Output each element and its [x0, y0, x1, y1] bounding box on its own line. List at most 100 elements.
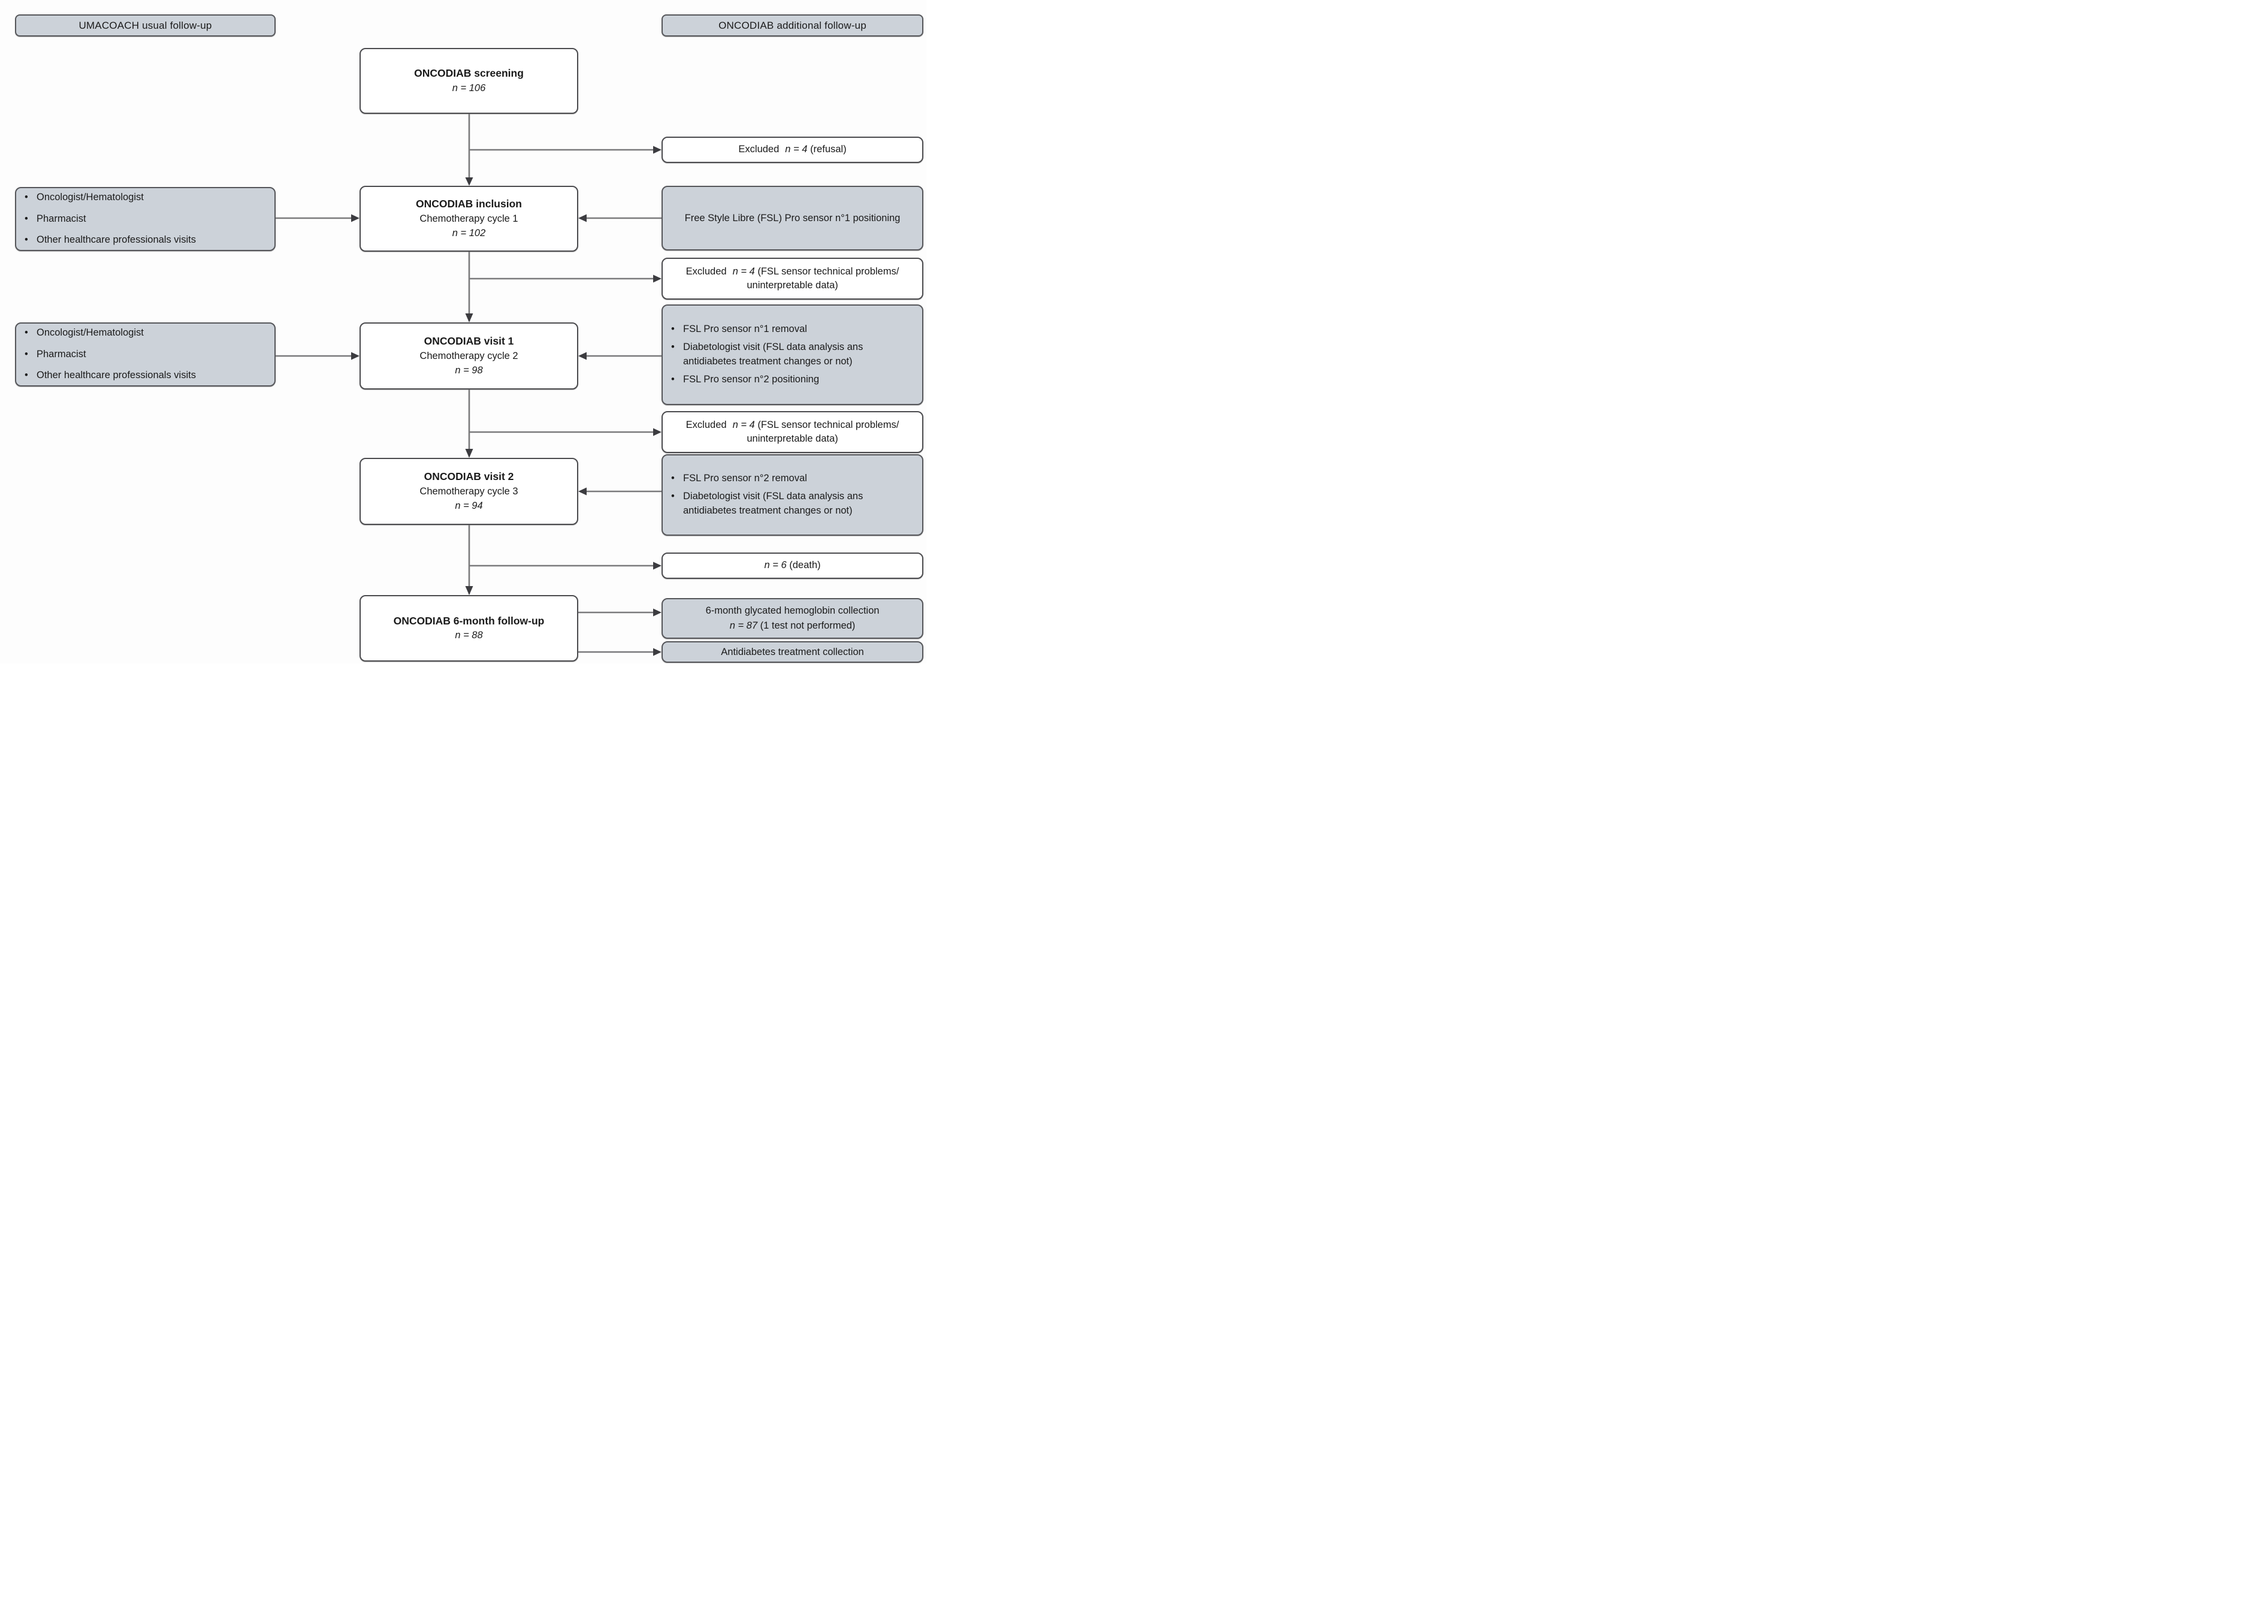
- oncodiab-flow-diagram: UMACOACH usual follow-up ONCODIAB additi…: [0, 0, 926, 663]
- arrowhead-down-icon: [465, 313, 473, 322]
- list-item: • Oncologist/Hematologist: [25, 191, 144, 205]
- list-item-label: FSL Pro sensor n°2 removal: [683, 473, 807, 484]
- node-title: ONCODIAB screening: [414, 67, 524, 80]
- excluded-suffix: (FSL sensor technical problems/ uninterp…: [747, 419, 899, 444]
- arrowhead-left-icon: [578, 214, 587, 222]
- excluded-suffix: (death): [789, 560, 821, 571]
- arrowhead-right-icon: [653, 146, 662, 154]
- bullet-icon: •: [671, 491, 675, 502]
- arrowhead-right-icon: [653, 608, 662, 617]
- list-item-label: Diabetologist visit (FSL data analysis a…: [683, 342, 863, 367]
- node-oncodiab-6month-followup: ONCODIAB 6-month follow-up n = 88: [360, 595, 578, 662]
- bullet-icon: •: [25, 213, 28, 224]
- node-n: n = 98: [455, 364, 483, 376]
- node-title: ONCODIAB 6-month follow-up: [393, 614, 545, 627]
- list-item-label: Other healthcare professionals visits: [37, 370, 196, 381]
- bullet-icon: •: [25, 327, 28, 338]
- usual-followup-visits-1: • Oncologist/Hematologist •Pharmacist • Ot…: [15, 187, 276, 251]
- arrowhead-right-icon: [653, 428, 662, 436]
- excluded-n: n = 4: [732, 265, 755, 277]
- arrowhead-right-icon: [653, 562, 662, 570]
- list-item-label: Oncologist/Hematologist: [37, 327, 144, 338]
- list-item-label: FSL Pro sensor n°1 removal: [683, 324, 807, 335]
- info-text: Antidiabetes treatment collection: [721, 646, 864, 657]
- bullet-icon: •: [25, 348, 28, 360]
- list-item: • FSL Pro sensor n°1 removal: [671, 322, 807, 337]
- node-subtitle: Chemotherapy cycle 3: [419, 485, 518, 497]
- visit2-additional-actions: •FSL Pro sensor n°2 removal • Diabetologi…: [662, 454, 923, 536]
- bullet-icon: •: [671, 342, 675, 353]
- list-item: •Pharmacist: [25, 212, 86, 227]
- visit1-additional-actions: • FSL Pro sensor n°1 removal • Diabetologi…: [662, 304, 923, 405]
- excluded-text: Excluded n = 4 (FSL sensor technical prob…: [671, 418, 914, 446]
- list-item-label: Diabetologist visit (FSL data analysis a…: [683, 491, 863, 516]
- arrowhead-right-icon: [351, 214, 360, 222]
- arrowhead-right-icon: [653, 648, 662, 656]
- excluded-text: n = 6 (death): [764, 559, 820, 572]
- list-item-label: Other healthcare professionals visits: [37, 234, 196, 246]
- node-n: n = 102: [452, 227, 486, 239]
- info-suffix: (1 test not performed): [760, 620, 856, 631]
- usual-followup-visits-2: • Oncologist/Hematologist • Pharmacist • Ot…: [15, 322, 276, 387]
- excluded-refusal: Excluded n = 4 (refusal): [662, 137, 923, 163]
- list-item: • FSL Pro sensor n°2 positioning: [671, 373, 819, 387]
- excluded-suffix: (FSL sensor technical problems/ uninterp…: [747, 265, 899, 291]
- list-item-label: Oncologist/Hematologist: [37, 191, 144, 203]
- excluded-fsl-technical-1: Excluded n = 4 (FSL sensor technical prob…: [662, 258, 923, 300]
- header-left-label: UMACOACH usual follow-up: [78, 19, 212, 31]
- node-oncodiab-visit-2: ONCODIAB visit 2 Chemotherapy cycle 3 n …: [360, 458, 578, 525]
- list-item: • Diabetologist visit (FSL data analysis …: [671, 340, 915, 369]
- fsl-sensor1-positioning: Free Style Libre (FSL) Pro sensor n°1 po…: [662, 186, 923, 250]
- excluded-prefix: Excluded: [685, 265, 727, 277]
- node-n: n = 94: [455, 500, 483, 511]
- list-item: • Other healthcare professionals visits: [25, 233, 196, 247]
- excluded-fsl-technical-2: Excluded n = 4 (FSL sensor technical prob…: [662, 411, 923, 453]
- death-exclusion: n = 6 (death): [662, 553, 923, 579]
- bullet-icon: •: [671, 373, 675, 385]
- info-line-2: n = 87 (1 test not performed): [730, 618, 856, 633]
- arrowhead-left-icon: [578, 487, 587, 496]
- arrowhead-down-icon: [465, 177, 473, 186]
- list-item: • Pharmacist: [25, 348, 86, 362]
- excluded-text: Excluded n = 4 (FSL sensor technical prob…: [671, 265, 914, 292]
- node-n: n = 106: [452, 82, 486, 93]
- arrowhead-down-icon: [465, 449, 473, 458]
- bullet-icon: •: [25, 234, 28, 246]
- arrowhead-left-icon: [578, 352, 587, 360]
- excluded-prefix: Excluded: [685, 419, 727, 430]
- info-n: n = 87: [729, 620, 758, 631]
- node-subtitle: Chemotherapy cycle 2: [419, 350, 518, 361]
- bullet-icon: •: [25, 191, 28, 203]
- hba1c-collection: 6-month glycated hemoglobin collection n…: [662, 598, 923, 639]
- list-item-label: FSL Pro sensor n°2 positioning: [683, 373, 820, 385]
- node-title: ONCODIAB visit 1: [424, 335, 514, 348]
- excluded-n: n = 4: [785, 144, 808, 155]
- list-item: • Diabetologist visit (FSL data analysis …: [671, 490, 915, 518]
- info-line-1: 6-month glycated hemoglobin collection: [705, 605, 880, 617]
- bullet-icon: •: [25, 370, 28, 381]
- bullet-icon: •: [671, 324, 675, 335]
- node-oncodiab-visit-1: ONCODIAB visit 1 Chemotherapy cycle 2 n …: [360, 322, 578, 390]
- excluded-text: Excluded n = 4 (refusal): [738, 143, 846, 156]
- excluded-suffix: (refusal): [810, 144, 847, 155]
- header-umacoach-usual-followup: UMACOACH usual follow-up: [15, 14, 276, 37]
- list-item: • Other healthcare professionals visits: [25, 369, 196, 383]
- antidiabetes-treatment-collection: Antidiabetes treatment collection: [662, 641, 923, 663]
- node-oncodiab-inclusion: ONCODIAB inclusion Chemotherapy cycle 1 …: [360, 186, 578, 252]
- excluded-n: n = 4: [732, 419, 755, 430]
- node-subtitle: Chemotherapy cycle 1: [419, 213, 518, 224]
- info-text: Free Style Libre (FSL) Pro sensor n°1 po…: [684, 212, 901, 224]
- arrowhead-down-icon: [465, 586, 473, 595]
- node-title: ONCODIAB visit 2: [424, 470, 514, 483]
- excluded-n: n = 6: [764, 560, 787, 571]
- node-title: ONCODIAB inclusion: [416, 198, 522, 210]
- arrowhead-right-icon: [351, 352, 360, 360]
- node-n: n = 88: [455, 630, 483, 641]
- list-item: • Oncologist/Hematologist: [25, 326, 144, 340]
- list-item: •FSL Pro sensor n°2 removal: [671, 472, 807, 486]
- arrowhead-right-icon: [653, 274, 662, 283]
- list-item-label: Pharmacist: [37, 348, 86, 360]
- excluded-prefix: Excluded: [738, 144, 780, 155]
- header-right-label: ONCODIAB additional follow-up: [718, 19, 866, 31]
- header-oncodiab-additional-followup: ONCODIAB additional follow-up: [662, 14, 923, 37]
